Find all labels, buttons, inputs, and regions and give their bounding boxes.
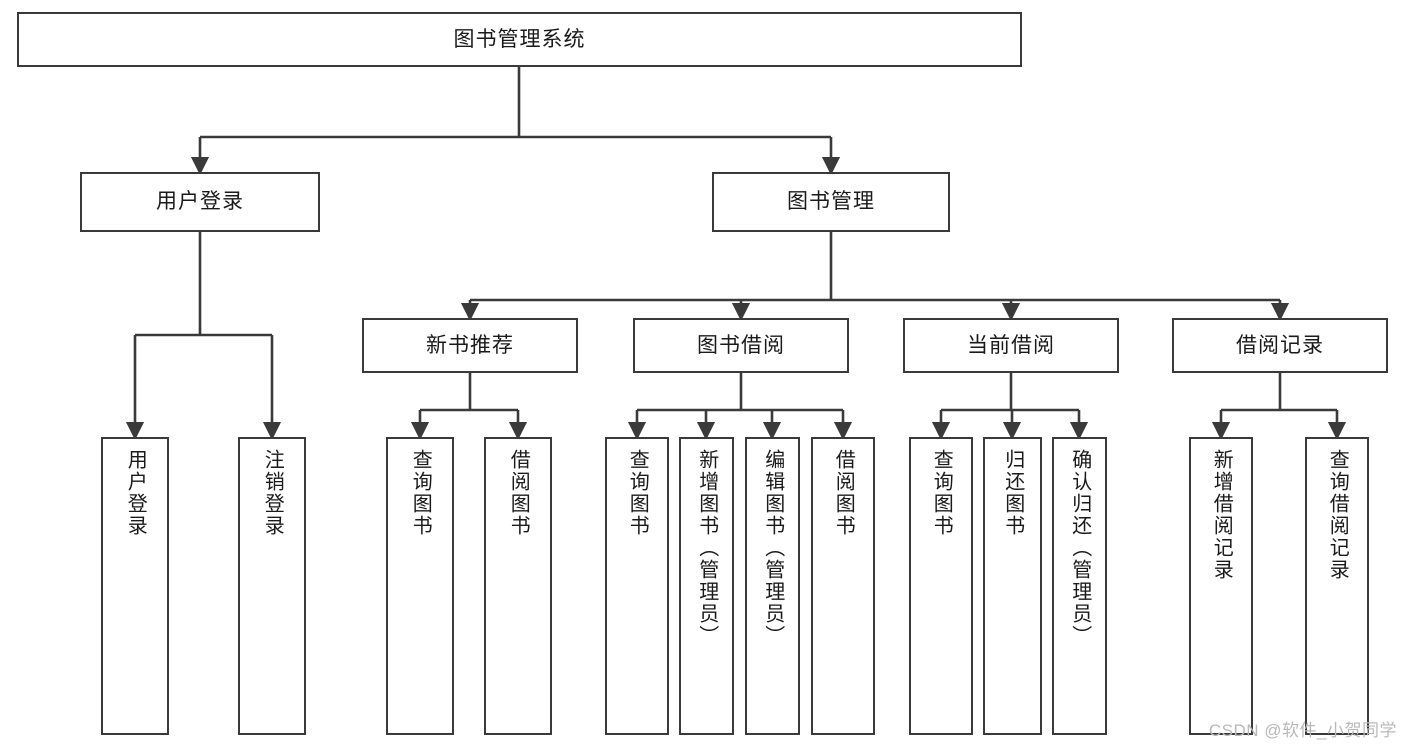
- node-current-borrow[interactable]: 当前借阅: [903, 318, 1119, 373]
- leaf-node[interactable]: 借阅图书: [484, 437, 552, 735]
- leaf-node[interactable]: 确认归还（管理员）: [1052, 437, 1107, 735]
- leaf-node-label: 查询图书: [626, 449, 649, 537]
- leaf-node-label: 借阅图书: [832, 449, 855, 537]
- leaf-node[interactable]: 查询图书: [386, 437, 454, 735]
- leaf-node[interactable]: 新增图书（管理员）: [679, 437, 734, 735]
- leaf-node-label: 查询借阅记录: [1326, 449, 1349, 581]
- leaf-node-label: 新增图书（管理员）: [695, 449, 718, 647]
- leaf-node-label: 注销登录: [261, 449, 284, 537]
- leaf-node-label: 编辑图书（管理员）: [761, 449, 784, 647]
- leaf-node-label: 归还图书: [1001, 449, 1024, 537]
- leaf-node[interactable]: 借阅图书: [811, 437, 875, 735]
- node-book-borrow-label: 图书借阅: [697, 333, 785, 357]
- node-book-manage-label: 图书管理: [787, 190, 875, 214]
- node-borrow-record-label: 借阅记录: [1236, 333, 1324, 357]
- watermark: CSDN @软件_小贺同学: [1208, 721, 1397, 740]
- leaf-node-label: 查询图书: [409, 449, 432, 537]
- leaf-node-label: 确认归还（管理员）: [1068, 449, 1091, 647]
- node-root[interactable]: 图书管理系统: [17, 12, 1022, 67]
- leaf-node-label: 新增借阅记录: [1210, 449, 1233, 581]
- node-user-login-label: 用户登录: [156, 190, 244, 214]
- leaf-node-label: 借阅图书: [507, 449, 530, 537]
- leaf-node-label: 查询图书: [930, 449, 953, 537]
- node-current-borrow-label: 当前借阅: [967, 333, 1055, 357]
- leaf-node[interactable]: 查询借阅记录: [1305, 437, 1369, 735]
- leaf-node[interactable]: 新增借阅记录: [1189, 437, 1253, 735]
- leaf-node[interactable]: 注销登录: [238, 437, 306, 735]
- node-book-borrow[interactable]: 图书借阅: [633, 318, 849, 373]
- leaf-node[interactable]: 查询图书: [909, 437, 973, 735]
- node-user-login[interactable]: 用户登录: [80, 172, 320, 232]
- leaf-node[interactable]: 查询图书: [605, 437, 669, 735]
- leaf-node[interactable]: 用户登录: [101, 437, 169, 735]
- leaf-node[interactable]: 编辑图书（管理员）: [745, 437, 800, 735]
- node-new-book-recommend-label: 新书推荐: [426, 333, 514, 357]
- node-borrow-record[interactable]: 借阅记录: [1172, 318, 1388, 373]
- node-new-book-recommend[interactable]: 新书推荐: [362, 318, 578, 373]
- node-book-manage[interactable]: 图书管理: [712, 172, 950, 232]
- node-root-label: 图书管理系统: [453, 27, 586, 51]
- leaf-node-label: 用户登录: [124, 449, 147, 537]
- leaf-node[interactable]: 归还图书: [983, 437, 1042, 735]
